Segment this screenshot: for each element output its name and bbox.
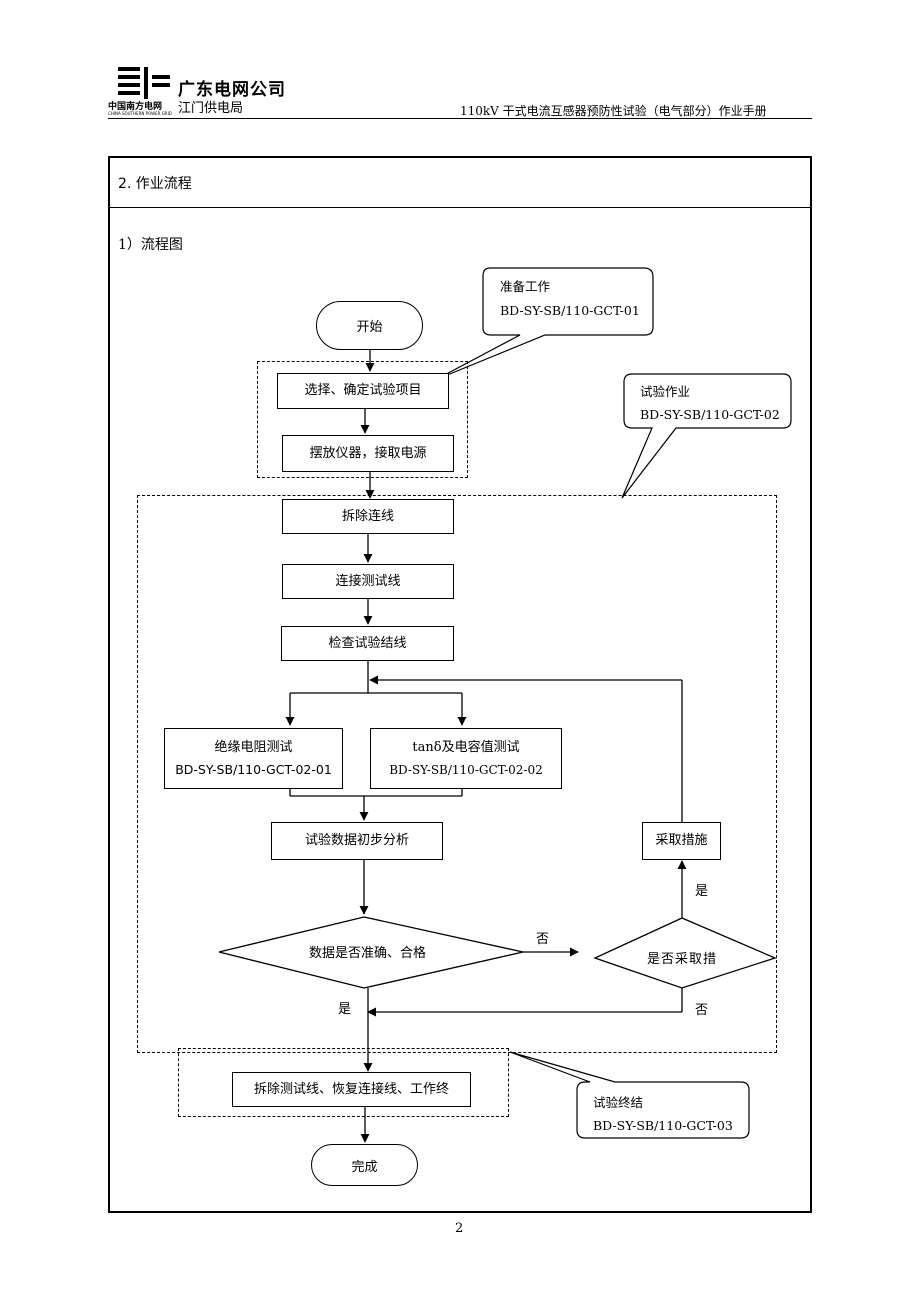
start-node: 开始 xyxy=(316,301,423,350)
remove-wiring-box: 拆除连线 xyxy=(282,499,454,534)
branch-no-label-2: 否 xyxy=(695,1003,709,1018)
callout-work-code: BD-SY-SB/110-GCT-02 xyxy=(640,407,780,422)
branch-yes-label-1: 是 xyxy=(338,1002,352,1017)
callout-end-title: 试验终结 xyxy=(593,1095,644,1110)
header-rule xyxy=(108,118,812,119)
company-logo xyxy=(108,64,178,114)
start-label: 开始 xyxy=(356,320,383,335)
callout-work-title: 试验作业 xyxy=(640,384,691,399)
check-wiring-box: 检查试验结线 xyxy=(281,626,454,661)
connect-test-lines-box: 连接测试线 xyxy=(282,564,454,599)
callout-prepare-title: 准备工作 xyxy=(500,279,551,294)
restore-box: 拆除测试线、恢复连接线、工作终 xyxy=(232,1072,471,1107)
document-title: 110kV 干式电流互感器预防性试验（电气部分）作业手册 xyxy=(460,104,767,118)
power-grid-logo-icon xyxy=(118,67,170,99)
callout-end-bubble xyxy=(509,1051,750,1139)
select-items-box: 选择、确定试验项目 xyxy=(277,373,449,409)
work-group xyxy=(137,495,777,1053)
decision-data-shape xyxy=(218,916,524,989)
end-group xyxy=(178,1048,509,1117)
logo-text-en: CHINA SOUTHERN POWER GRID xyxy=(108,111,172,116)
section-subtitle: 1）流程图 xyxy=(118,237,183,253)
callout-work-bubble xyxy=(621,373,792,499)
restore-label: 拆除测试线、恢复连接线、工作终 xyxy=(253,1081,449,1097)
tan-code: BD-SY-SB/110-GCT-02-02 xyxy=(389,762,543,777)
finish-node: 完成 xyxy=(311,1144,418,1186)
logo-text-cn: 中国南方电网 xyxy=(108,102,163,112)
prepare-group xyxy=(257,361,468,478)
section-title: 2. 作业流程 xyxy=(118,176,192,192)
content-frame xyxy=(108,156,812,1213)
take-measures-label: 采取措施 xyxy=(655,833,708,848)
page-number: 2 xyxy=(455,1221,464,1236)
insulation-test-box: 绝缘电阻测试 BD-SY-SB/110-GCT-02-01 xyxy=(164,728,343,789)
connect-test-lines-label: 连接测试线 xyxy=(335,573,401,589)
branch-yes-label-2: 是 xyxy=(695,884,709,899)
place-instruments-box: 摆放仪器，接取电源 xyxy=(282,435,454,472)
analysis-label: 试验数据初步分析 xyxy=(304,833,409,848)
tan-test-box: tanδ及电容值测试 BD-SY-SB/110-GCT-02-02 xyxy=(370,728,562,789)
company-sub: 江门供电局 xyxy=(178,101,244,116)
select-items-label: 选择、确定试验项目 xyxy=(304,383,422,398)
callout-prepare-bubble xyxy=(434,267,654,381)
place-instruments-label: 摆放仪器，接取电源 xyxy=(309,445,427,461)
take-measures-box: 采取措施 xyxy=(642,822,721,860)
check-wiring-label: 检查试验结线 xyxy=(328,635,407,651)
section-divider xyxy=(108,207,812,208)
callout-end-code: BD-SY-SB/110-GCT-03 xyxy=(593,1118,733,1133)
finish-label: 完成 xyxy=(351,1159,378,1175)
tan-test-label: tanδ及电容值测试 xyxy=(412,739,520,755)
decision-measure-label: 是否采取措 xyxy=(647,952,718,967)
analysis-box: 试验数据初步分析 xyxy=(271,822,443,860)
decision-measure-shape xyxy=(593,917,777,989)
callout-prepare-code: BD-SY-SB/110-GCT-01 xyxy=(500,303,640,318)
insulation-test-label: 绝缘电阻测试 xyxy=(214,739,293,755)
insulation-code: BD-SY-SB/110-GCT-02-01 xyxy=(175,761,332,777)
company-name: 广东电网公司 xyxy=(178,80,286,100)
remove-wiring-label: 拆除连线 xyxy=(341,508,394,524)
branch-no-label-1: 否 xyxy=(536,932,550,947)
decision-data-label: 数据是否准确、合格 xyxy=(309,946,427,961)
